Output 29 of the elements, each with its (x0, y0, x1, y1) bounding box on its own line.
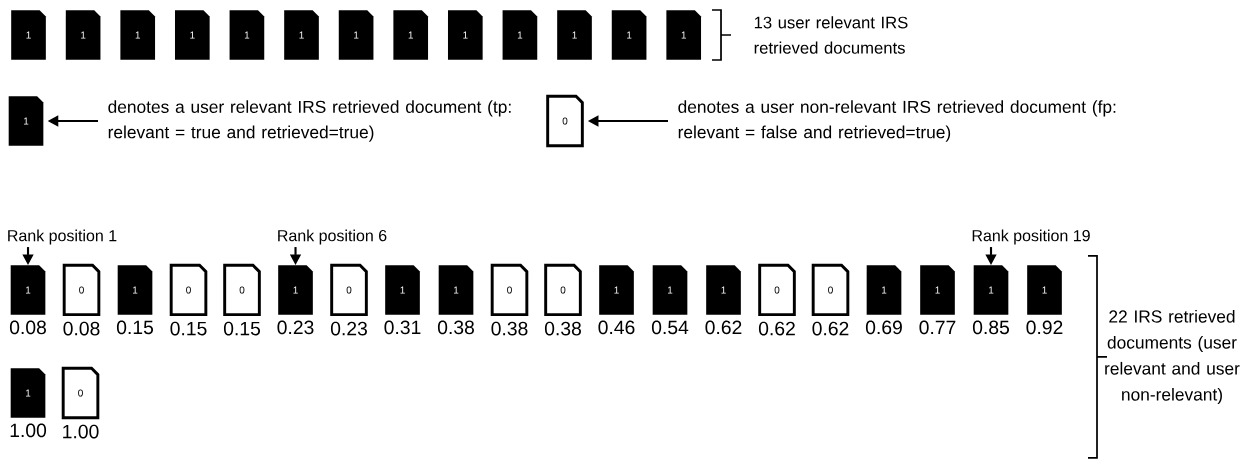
legend-note: denotes a user non-relevant IRS retrieved document (fp: relevant = false and retrieved=true) (678, 100, 1116, 142)
rank-label: Rank position 6 (278, 229, 387, 245)
score-value: 0.85 (972, 320, 1009, 335)
score-value: 0.15 (170, 321, 207, 336)
score-value: 0.38 (544, 321, 581, 336)
score-value: 1.00 (63, 424, 99, 439)
score-value: 0.23 (330, 321, 367, 336)
score-value: 0.08 (63, 321, 100, 336)
score-value: 0.77 (919, 320, 956, 335)
score-value: 0.62 (758, 321, 795, 336)
score-value: 0.38 (437, 320, 474, 335)
score-value: 0.15 (223, 321, 261, 336)
bracket-label: 13 user relevant IRS retrieved documents (754, 16, 908, 54)
score-value: 0.08 (9, 320, 46, 335)
score-value: 0.31 (384, 320, 421, 335)
rank-label: Rank position 1 (8, 229, 117, 245)
legend-note: denotes a user relevant IRS retrieved document (tp: relevant = true and retrieved=true) (108, 100, 511, 142)
score-value: 0.15 (116, 320, 154, 335)
rank-label: Rank position 19 (972, 229, 1090, 245)
score-value: 0.46 (598, 320, 635, 335)
score-value: 0.62 (812, 321, 849, 336)
score-value: 0.62 (705, 320, 742, 335)
score-value: 1.00 (10, 423, 47, 438)
score-value: 0.54 (651, 320, 689, 335)
bracket-label: 22 IRS retrieved documents (user relevant and user non-relevant) (1105, 309, 1240, 405)
score-value: 0.69 (865, 320, 902, 335)
score-value: 0.38 (491, 321, 528, 336)
score-value: 0.23 (277, 320, 314, 335)
score-value: 0.92 (1026, 320, 1063, 335)
